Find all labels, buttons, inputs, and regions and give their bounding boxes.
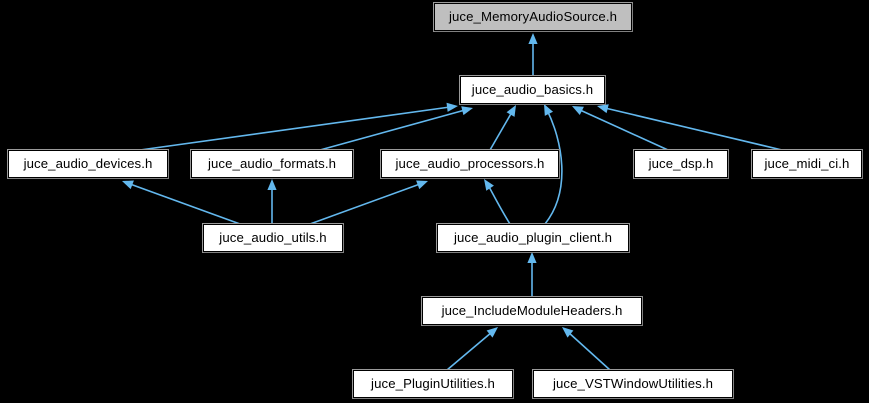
- graph-node-label: juce_audio_plugin_client.h: [453, 230, 613, 246]
- graph-node-label: juce_midi_ci.h: [764, 156, 850, 172]
- graph-node-label: juce_audio_utils.h: [219, 230, 327, 246]
- graph-edge-arrowhead: [486, 327, 498, 338]
- graph-node-juce-audio-formats[interactable]: juce_audio_formats.h: [191, 150, 353, 178]
- graph-edge: [446, 331, 493, 371]
- graph-edge-arrowhead: [572, 106, 584, 116]
- graph-node-label: juce_VSTWindowUtilities.h: [552, 376, 714, 392]
- graph-node-label: juce_audio_formats.h: [207, 156, 337, 172]
- graph-node-label: juce_dsp.h: [648, 156, 714, 172]
- graph-node-juce-audio-devices[interactable]: juce_audio_devices.h: [8, 150, 168, 178]
- graph-edge-arrowhead: [527, 252, 537, 263]
- graph-node-juce-audio-utils[interactable]: juce_audio_utils.h: [203, 224, 343, 252]
- graph-edge-arrowhead: [528, 33, 538, 44]
- graph-edge: [567, 331, 611, 371]
- graph-edge: [544, 109, 563, 225]
- graph-node-juce-audio-processors[interactable]: juce_audio_processors.h: [381, 150, 559, 178]
- graph-edge-arrowhead: [461, 106, 473, 116]
- graph-node-juce-includemoduleheaders[interactable]: juce_IncludeModuleHeaders.h: [422, 297, 642, 325]
- graph-node-label: juce_audio_processors.h: [395, 156, 545, 172]
- graph-node-label: juce_audio_basics.h: [471, 82, 594, 98]
- graph-edge: [139, 106, 451, 151]
- graph-edge: [604, 107, 783, 151]
- graph-node-label: juce_audio_devices.h: [23, 156, 153, 172]
- graph-node-juce-pluginutilities[interactable]: juce_PluginUtilities.h: [353, 370, 513, 398]
- graph-edge-arrowhead: [122, 180, 134, 190]
- graph-edge-arrowhead: [544, 104, 554, 116]
- graph-node-label: juce_IncludeModuleHeaders.h: [441, 303, 623, 319]
- graph-edge-arrowhead: [484, 179, 494, 191]
- graph-node-juce-audio-plugin-client[interactable]: juce_audio_plugin_client.h: [437, 224, 629, 252]
- graph-edge: [129, 183, 241, 225]
- graph-edge: [489, 111, 513, 151]
- graph-node-juce-vstwindowutilities[interactable]: juce_VSTWindowUtilities.h: [533, 370, 733, 398]
- graph-edge: [487, 184, 511, 225]
- graph-node-label: juce_PluginUtilities.h: [371, 376, 495, 392]
- graph-node-juce-dsp[interactable]: juce_dsp.h: [634, 150, 728, 178]
- graph-node-juce-memoryaudiosource[interactable]: juce_MemoryAudioSource.h: [434, 3, 632, 31]
- graph-node-label: juce_MemoryAudioSource.h: [448, 9, 618, 25]
- graph-edge-arrowhead: [267, 179, 277, 190]
- graph-edge: [309, 183, 421, 225]
- graph-edge-arrowhead: [506, 105, 516, 117]
- graph-edge-arrowhead: [597, 104, 609, 114]
- graph-edge: [319, 109, 466, 151]
- graph-edge-arrowhead: [446, 102, 458, 112]
- graph-node-juce-audio-basics[interactable]: juce_audio_basics.h: [460, 76, 605, 104]
- graph-node-juce-midi-ci[interactable]: juce_midi_ci.h: [752, 150, 862, 178]
- graph-edge-arrowhead: [416, 180, 428, 190]
- graph-edge: [579, 109, 669, 151]
- graph-edge-arrowhead: [562, 327, 574, 338]
